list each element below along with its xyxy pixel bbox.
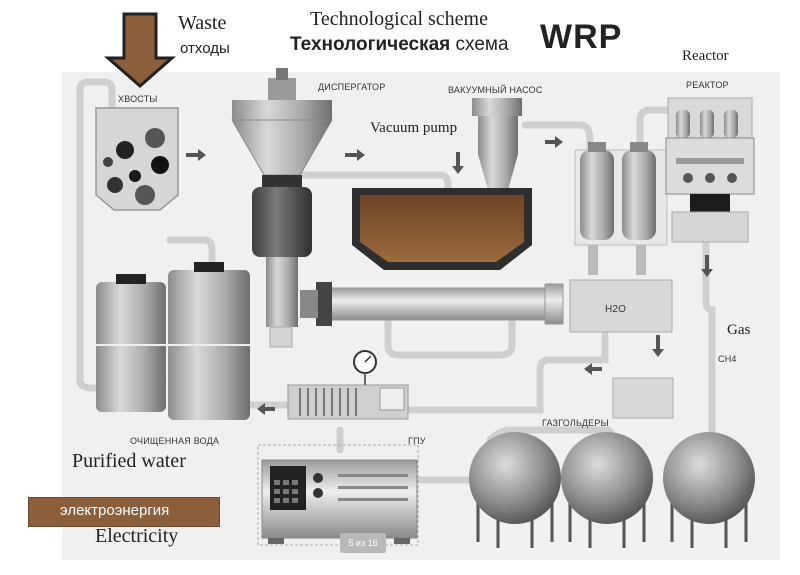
page-indicator: 5 из 16 <box>340 533 386 553</box>
waste-label-ru: отходы <box>180 40 230 57</box>
gas-holder-2 <box>561 432 653 548</box>
disperser <box>231 68 333 348</box>
label-gas-holders: ГАЗГОЛЬДЕРЫ <box>542 418 609 428</box>
label-purified-water: ОЧИЩЕННАЯ ВОДА <box>130 436 220 446</box>
electricity-output-bar <box>28 497 220 527</box>
gas-holder-1 <box>469 432 561 548</box>
purified-water-label-en: Purified water <box>72 450 186 472</box>
filter-press <box>287 350 409 420</box>
label-disperser: ДИСПЕРГАТОР <box>318 82 386 92</box>
flow-arrows <box>186 136 713 415</box>
label-reactor: РЕАКТОР <box>686 80 729 90</box>
gas-holder-3 <box>663 432 755 548</box>
gas-label-en: Gas <box>727 322 751 338</box>
electricity-label-ru: электроэнергия <box>60 502 170 519</box>
title-english: Technological scheme <box>310 8 488 30</box>
label-vacuum-pump: ВАКУУМНЫЙ НАСОС <box>448 85 543 95</box>
label-h2o: H2O <box>605 304 627 315</box>
vacuum-pump-label-en: Vacuum pump <box>370 120 458 136</box>
label-tails: ХВОСТЫ <box>118 94 158 104</box>
electricity-label-en: Electricity <box>95 525 179 547</box>
gas-holders <box>469 432 755 548</box>
purified-water-tanks <box>96 262 250 420</box>
horizontal-mixer <box>300 282 564 326</box>
label-gpu: ГПУ <box>408 436 426 446</box>
condensate-collector <box>612 377 674 419</box>
waste-label-en: Waste <box>178 12 227 34</box>
vacuum-pump <box>472 98 522 190</box>
reactor-unit <box>665 97 755 243</box>
reactor-label-en: Reactor <box>682 48 729 64</box>
waste-hopper <box>95 107 179 211</box>
title-russian: Технологическая схема <box>290 34 509 56</box>
title-russian-bold: Технологическая <box>290 34 451 55</box>
gas-columns <box>574 142 668 275</box>
title-russian-rest: схема <box>450 34 509 55</box>
gas-piston-unit <box>257 444 419 546</box>
sludge-tank <box>352 188 532 270</box>
waste-inlet-arrow-icon <box>104 12 176 88</box>
label-ch4: CH4 <box>718 354 737 364</box>
water-tank <box>569 279 673 333</box>
brand-wrp: WRP <box>540 18 623 56</box>
